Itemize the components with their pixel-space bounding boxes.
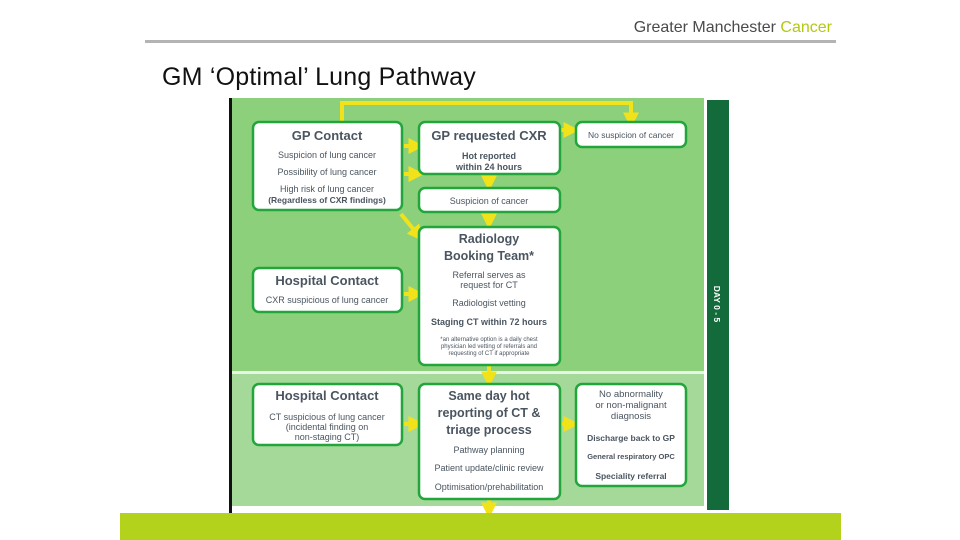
gp-cxr-title: GP requested CXR bbox=[431, 128, 547, 143]
same-day-item-3: Optimisation/prehabilitation bbox=[435, 482, 544, 492]
radiology-line-2: request for CT bbox=[460, 280, 518, 290]
suspicion-box bbox=[417, 186, 562, 214]
radiology-title-2: Booking Team* bbox=[444, 249, 534, 263]
arrow-to-no-suspicion bbox=[340, 101, 639, 129]
no-abnormality-line-2: or non-malignant bbox=[595, 400, 667, 411]
gp-contact-line-1: Suspicion of lung cancer bbox=[278, 150, 376, 160]
same-day-title-1: Same day hot bbox=[448, 389, 530, 403]
gp-contact-box bbox=[251, 120, 404, 212]
same-day-title-3: triage process bbox=[446, 423, 532, 437]
side-bar bbox=[707, 100, 729, 510]
hospital-contact-1-title: Hospital Contact bbox=[275, 273, 379, 288]
gp-contact-line-3: High risk of lung cancer bbox=[280, 184, 374, 194]
radiology-footnote-2: physician led vetting of referrals and bbox=[441, 344, 537, 350]
gp-cxr-line-1: Hot reported bbox=[462, 151, 516, 161]
radiology-line-1: Referral serves as bbox=[452, 270, 526, 280]
radiology-footnote-1: *an alternative option is a daily chest bbox=[440, 337, 538, 343]
hospital-contact-1-text: CXR suspicious of lung cancer bbox=[266, 295, 389, 305]
zone-divider bbox=[229, 371, 704, 374]
header-rule bbox=[145, 40, 836, 43]
brand-prefix: Greater Manchester bbox=[633, 19, 776, 36]
hospital-contact-box-1 bbox=[251, 266, 404, 314]
hospital-contact-2-line-3: non-staging CT) bbox=[295, 432, 360, 442]
no-abnormality-line-1: No abnormality bbox=[599, 389, 663, 400]
arrow-gp-to-radiology bbox=[399, 212, 424, 241]
side-label: DAY 0 - 5 bbox=[712, 286, 722, 323]
no-abnormality-item-1: Discharge back to GP bbox=[587, 433, 675, 443]
same-day-title-2: reporting of CT & bbox=[438, 406, 541, 420]
radiology-box bbox=[417, 225, 562, 367]
footer-bar bbox=[120, 513, 841, 540]
gp-cxr-box bbox=[417, 120, 562, 176]
gp-contact-line-2: Possibility of lung cancer bbox=[277, 167, 376, 177]
pathway-diagram: DAY 0 - 5 GP Contac bbox=[229, 98, 732, 514]
pathway-svg: DAY 0 - 5 GP Contac bbox=[229, 98, 729, 514]
gp-contact-title: GP Contact bbox=[292, 128, 363, 143]
radiology-staging: Staging CT within 72 hours bbox=[431, 317, 547, 327]
no-abnormality-item-2: General respiratory OPC bbox=[587, 452, 675, 461]
same-day-item-2: Patient update/clinic review bbox=[434, 463, 544, 473]
hospital-contact-box-2 bbox=[251, 382, 404, 447]
radiology-title-1: Radiology bbox=[459, 232, 519, 246]
hospital-contact-2-title: Hospital Contact bbox=[275, 388, 379, 403]
boxes bbox=[251, 120, 688, 501]
radiology-line-3: Radiologist vetting bbox=[452, 298, 526, 308]
same-day-item-1: Pathway planning bbox=[453, 445, 524, 455]
no-abnormality-line-3: diagnosis bbox=[611, 411, 651, 422]
suspicion-text: Suspicion of cancer bbox=[450, 196, 529, 206]
no-abnormality-item-3: Speciality referral bbox=[595, 471, 666, 481]
hospital-contact-2-line-2: (incidental finding on bbox=[286, 422, 369, 432]
gp-cxr-line-2: within 24 hours bbox=[455, 162, 522, 172]
no-abnormality-box bbox=[574, 382, 688, 488]
no-suspicion-text: No suspicion of cancer bbox=[588, 130, 674, 140]
hospital-contact-2-line-1: CT suspicious of lung cancer bbox=[269, 412, 384, 422]
no-suspicion-box bbox=[574, 120, 688, 149]
same-day-box bbox=[417, 382, 562, 501]
brand-title: Greater Manchester Cancer bbox=[634, 19, 832, 37]
brand-accent: Cancer bbox=[780, 19, 832, 36]
gp-contact-note: (Regardless of CXR findings) bbox=[268, 195, 386, 205]
arrows bbox=[340, 101, 639, 514]
radiology-footnote-3: requesting of CT if appropriate bbox=[449, 351, 531, 357]
page-title: GM ‘Optimal’ Lung Pathway bbox=[162, 63, 476, 91]
diagram-left-edge bbox=[229, 98, 232, 514]
